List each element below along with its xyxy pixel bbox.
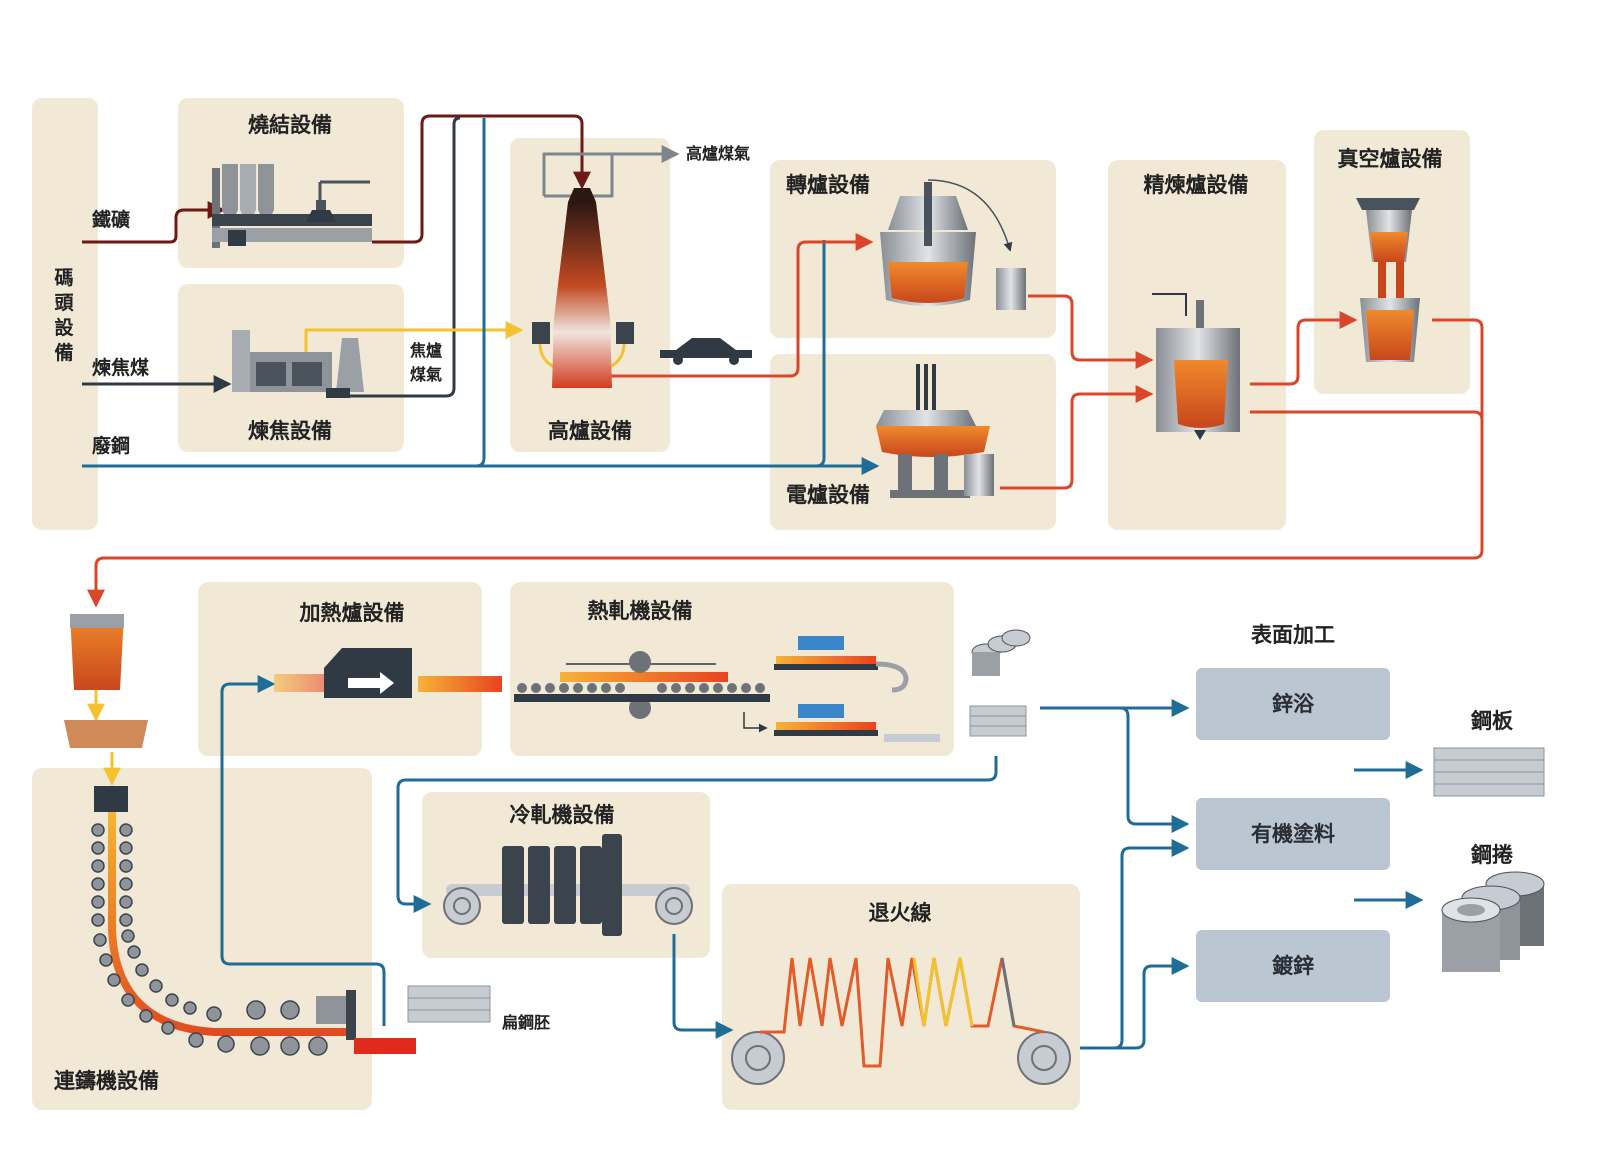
dock-label-char: 設 [54,316,74,339]
iron-ore-flow [82,201,226,244]
caster-to-reheat [220,675,386,1026]
vacuum-degasser-icon [1356,198,1420,362]
converter-title: 轉爐設備 [786,173,870,197]
cold-rolling-mill-icon [443,834,693,936]
eaf-to-refining [1000,385,1154,490]
tundish-icon [64,614,416,1056]
slab-stack-icon [407,985,491,1023]
torpedo-car-icon [660,338,752,365]
reheat-furnace-icon [274,648,502,698]
electric-arc-furnace-icon [876,364,994,498]
blast-furnace-icon [532,188,634,388]
annealing-to-surface [1080,839,1190,1050]
surface-option-label: 鋅浴 [1272,692,1315,716]
dock-label-char: 頭 [54,292,74,314]
caster-panel [32,768,372,1110]
scrap-label: 廢鋼 [92,434,130,457]
coldmill-title: 冷軋機設備 [510,803,615,827]
flow-lines [82,114,1484,1050]
sinter-plant-icon [212,164,372,248]
hot-rolling-mill-icon [514,636,940,742]
annealing-panel [722,884,1080,1110]
slab-label: 扁鋼胚 [502,1013,550,1032]
refining-to-caster [1250,410,1484,421]
hotmill-to-coldmill [396,756,998,913]
surface-option-galvanizing: 鍍鋅 [1196,930,1390,1002]
coke-gas-flow [304,321,524,360]
hot-coil-stack-icon [971,629,1031,676]
hot-plate-stack-icon [969,705,1027,737]
vacuum-to-caster [87,318,1484,608]
coil-label: 鋼捲 [1470,843,1514,867]
dock-panel [32,98,98,530]
bf-gas-loop [544,154,614,198]
bf-title: 高爐設備 [548,419,632,443]
annealing-title: 退火線 [869,901,932,925]
steel-plate-icon [1433,747,1545,797]
scrap-to-converter [815,240,826,468]
coldmill-to-annealing [672,934,734,1039]
surface-option-zinc-bath: 鋅浴 [1196,668,1390,740]
ladle-furnace-icon [1152,293,1240,440]
caster-title: 連鑄機設備 [54,1069,159,1093]
coke-gas-label-line2: 煤氣 [410,365,442,384]
converter-ladle-icon [880,179,1026,310]
bf-gas-label: 高爐煤氣 [686,144,750,163]
annealing-to-galv [1114,957,1190,1050]
eaf-title: 電爐設備 [786,483,870,507]
coke-to-bf-flow [326,116,461,398]
coke-oven-icon [232,330,364,398]
surface-title: 表面加工 [1251,623,1335,647]
sinter-to-bf-flow [372,114,591,244]
iron-ore-label: 鐵礦 [92,208,130,231]
annealing-line-icon [731,957,1071,1085]
refining-title: 精煉爐設備 [1144,173,1249,197]
hotmill-title: 熱軋機設備 [588,599,693,623]
coke-title: 煉焦設備 [248,419,332,443]
scrap-branch-up [475,118,486,468]
bf-gas-flow [542,145,680,196]
dock-label-char: 備 [54,341,73,364]
hotmill-to-organic [1119,706,1190,833]
steel-coil-icon [1441,871,1545,972]
surface-option-label: 有機塗料 [1251,822,1335,846]
sinter-title: 燒結設備 [248,113,332,137]
vacuum-title: 真空爐設備 [1338,147,1443,171]
converter-to-refining [1028,294,1154,369]
plate-label: 鋼板 [1470,709,1514,733]
dock-label-char: 碼 [54,267,73,289]
coking-coal-label: 煉焦煤 [92,356,149,379]
dock-label: 碼 頭 設 備 [54,267,74,364]
surface-option-label: 鍍鋅 [1271,954,1314,978]
refining-to-vacuum [1250,311,1358,386]
surface-option-organic-coating: 有機塗料 [1196,798,1390,870]
caster-rollers [91,823,328,1056]
reheat-title: 加熱爐設備 [299,601,405,625]
coke-gas-label-line1: 焦爐 [409,341,442,360]
hotmill-panel [510,582,954,756]
bf-to-converter-flow [610,233,874,378]
